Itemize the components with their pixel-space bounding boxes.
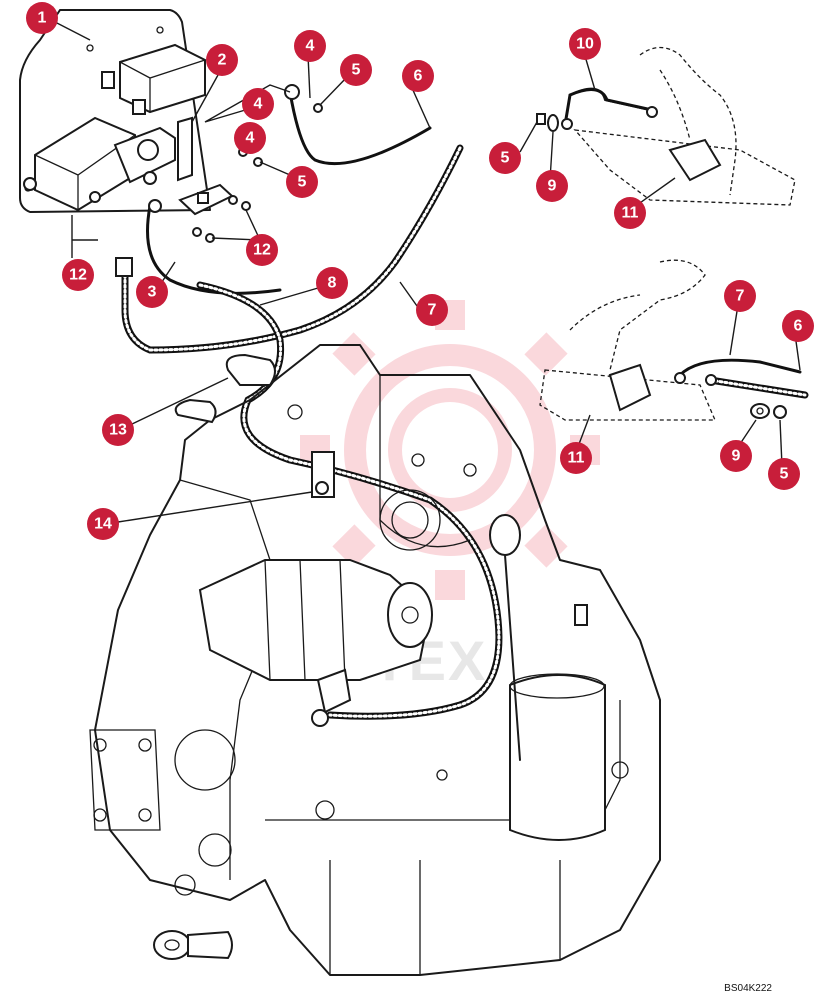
svg-text:7: 7: [736, 288, 745, 305]
callout-6: 6: [402, 60, 434, 92]
callout-4: 4: [294, 30, 326, 62]
starter-motor: [198, 559, 433, 727]
callout-4: 4: [242, 88, 274, 120]
connector-plug: [115, 257, 133, 277]
solenoid-lower: [23, 116, 176, 212]
cable-clamp-13: [225, 353, 276, 386]
cable-3-solenoid: [146, 204, 282, 295]
detail-upper-right: [536, 46, 796, 206]
svg-text:12: 12: [69, 267, 87, 284]
callout-10: 10: [569, 28, 601, 60]
svg-text:4: 4: [306, 38, 315, 55]
cable-6-battery: [288, 90, 432, 166]
svg-text:11: 11: [568, 450, 585, 467]
svg-text:5: 5: [780, 466, 789, 483]
callout-5: 5: [489, 142, 521, 174]
cable-7-branch: [678, 358, 802, 377]
svg-text:9: 9: [548, 178, 557, 195]
svg-text:14: 14: [94, 516, 112, 533]
svg-text:5: 5: [298, 174, 307, 191]
leader-lines: [54, 21, 801, 523]
cable-10: [563, 88, 654, 127]
svg-text:6: 6: [794, 318, 803, 335]
hex-nut: [313, 103, 323, 113]
callout-4: 4: [234, 122, 266, 154]
svg-text:6: 6: [414, 68, 423, 85]
svg-text:4: 4: [246, 130, 255, 147]
fuse-holder: [177, 116, 234, 216]
svg-text:5: 5: [352, 62, 361, 79]
callout-12: 12: [246, 234, 278, 266]
callout-7: 7: [724, 280, 756, 312]
callout-9: 9: [720, 440, 752, 472]
hex-nut: [192, 227, 202, 237]
callout-2: 2: [206, 44, 238, 76]
svg-text:11: 11: [622, 205, 639, 222]
callout-12: 12: [62, 259, 94, 291]
svg-text:10: 10: [576, 36, 594, 53]
svg-text:5: 5: [501, 150, 510, 167]
callout-11: 11: [614, 197, 646, 229]
svg-text:4: 4: [254, 96, 263, 113]
svg-text:12: 12: [253, 242, 271, 259]
svg-text:13: 13: [109, 422, 127, 439]
callout-6: 6: [782, 310, 814, 342]
dipstick: [489, 514, 588, 761]
bellhousing-flange: [89, 729, 236, 896]
callout-5: 5: [286, 166, 318, 198]
svg-text:2: 2: [218, 52, 227, 69]
ring-terminal-detail: [153, 930, 233, 960]
drawing-code: BS04K222: [724, 983, 772, 994]
hex-nut: [241, 201, 251, 211]
callout-3: 3: [136, 276, 168, 308]
svg-text:1: 1: [38, 10, 47, 27]
callout-13: 13: [102, 414, 134, 446]
cable-clamp: [174, 398, 217, 424]
svg-text:7: 7: [428, 302, 437, 319]
oil-filter: [509, 673, 606, 841]
callout-1: 1: [26, 2, 58, 34]
callout-7: 7: [416, 294, 448, 326]
svg-text:8: 8: [328, 275, 337, 292]
hex-nut: [253, 157, 263, 167]
leader-12a: [71, 215, 98, 258]
svg-text:9: 9: [732, 448, 741, 465]
ring-terminal: [148, 199, 162, 213]
relay-box-upper: [101, 43, 206, 115]
ring-terminal: [284, 84, 300, 100]
callout-14: 14: [87, 508, 119, 540]
hex-nut: [228, 195, 238, 205]
callout-5: 5: [768, 458, 800, 490]
callout-9: 9: [536, 170, 568, 202]
callout-5: 5: [340, 54, 372, 86]
svg-text:3: 3: [148, 284, 157, 301]
callout-8: 8: [316, 267, 348, 299]
callout-11: 11: [560, 442, 592, 474]
detail-middle-right: [539, 259, 809, 421]
